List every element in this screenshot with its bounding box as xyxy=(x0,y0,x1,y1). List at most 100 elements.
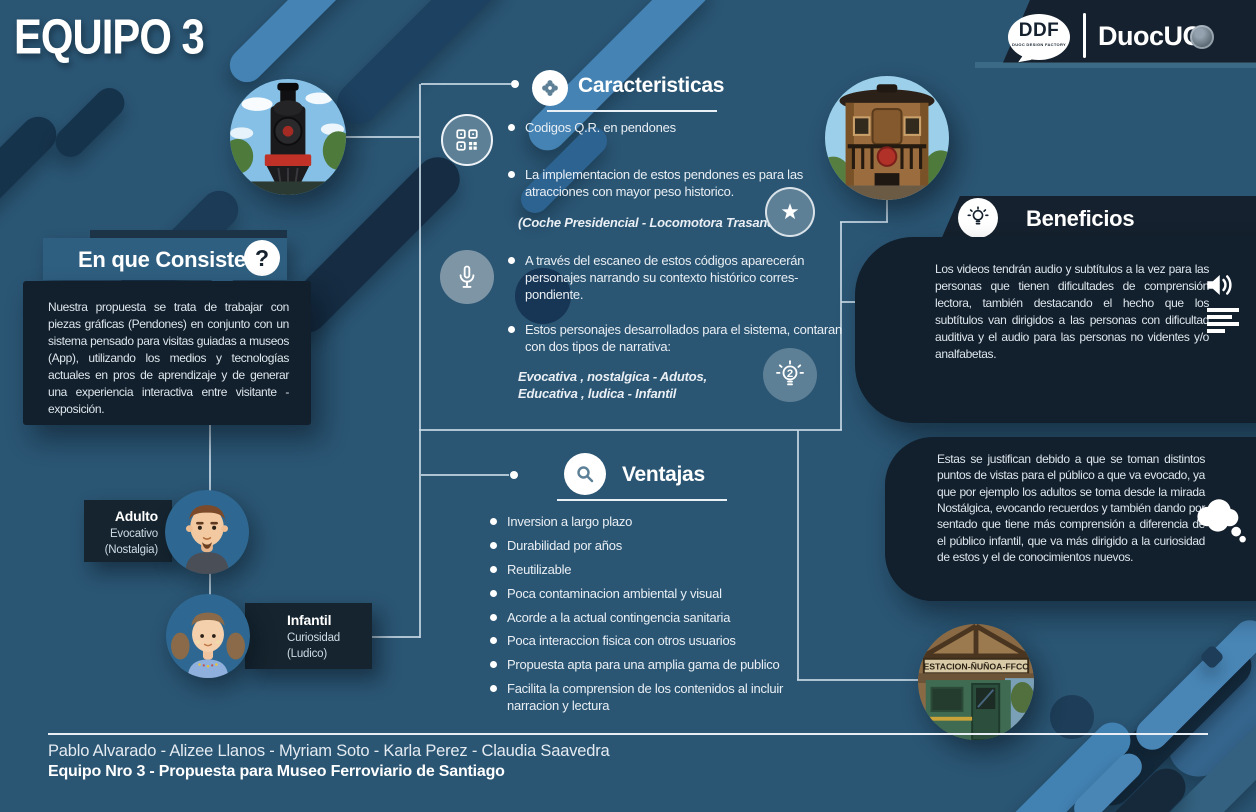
beneficios-panel-1-text: Los videos tendrán audio y subtítulos a … xyxy=(935,262,1209,362)
coach-illustration xyxy=(825,76,949,200)
connector-line xyxy=(419,84,421,638)
caracteristicas-title: Caracteristicas xyxy=(578,74,725,97)
dot-decoration xyxy=(1050,695,1094,739)
infantil-label-panel: Infantil Curiosidad (Ludico) xyxy=(245,603,372,669)
ventajas-item-text: Poca contaminacion ambiental y visual xyxy=(507,585,722,601)
bullet-dot xyxy=(490,541,497,549)
qr-code-icon xyxy=(441,114,493,166)
consiste-title: En que Consiste? xyxy=(78,247,259,272)
thought-cloud-icon xyxy=(1192,498,1248,553)
connector-line xyxy=(421,83,511,85)
ventajas-item: Inversion a largo plazo xyxy=(490,514,830,531)
team-badge: EQUIPO 3 xyxy=(14,10,205,65)
caracteristicas-note-1: (Coche Presidencial - Locomotora Trasand… xyxy=(518,215,798,230)
adulto-name: Adulto xyxy=(114,508,158,524)
adulto-avatar-illustration xyxy=(165,490,249,574)
caracteristicas-bullet-2: La implementacion de estos pendones es p… xyxy=(508,167,853,201)
beneficios-title: Beneficios xyxy=(1026,206,1135,231)
beneficios-panel-2-text: Estas se justifican debido a que se toma… xyxy=(937,452,1205,564)
infantil-avatar-illustration xyxy=(166,594,250,678)
adulto-trait: Evocativo xyxy=(109,528,158,540)
infantil-avatar xyxy=(166,594,250,678)
puzzle-glyph xyxy=(542,80,558,96)
bullet-dot xyxy=(508,257,515,264)
connector-line xyxy=(797,430,799,680)
ventajas-item-text: Propuesta apta para una amplia gama de p… xyxy=(507,657,780,673)
station-photo: ESTACION-ÑUÑOA-FFCC xyxy=(918,624,1034,740)
connector-line xyxy=(419,429,842,431)
subtitles-icon xyxy=(1207,308,1239,333)
adulto-label-panel: Adulto Evocativo (Nostalgia) xyxy=(84,500,172,562)
bullet-dot xyxy=(508,171,515,178)
footer-authors: Pablo Alvarado - Alizee Llanos - Myriam … xyxy=(48,742,610,760)
bullet-dot xyxy=(490,565,497,573)
ventajas-item: Poca contaminacion ambiental y visual xyxy=(490,586,830,603)
ventajas-title: Ventajas xyxy=(622,463,705,486)
bullet-dot xyxy=(490,518,497,525)
ventajas-item: Facilita la comprension de los contenido… xyxy=(490,681,830,715)
bullet-dot xyxy=(490,685,497,693)
dot-decoration xyxy=(515,268,571,324)
ventajas-item: Acorde a la actual contingencia sanitari… xyxy=(490,610,830,627)
wooden-coach-photo xyxy=(825,76,949,200)
adulto-sub: (Nostalgia) xyxy=(104,543,159,556)
ventajas-item-text: Facilita la comprension de los contenido… xyxy=(507,681,784,714)
bulb-number: 2 xyxy=(787,368,793,380)
caracteristicas-bullet-4: Estos personajes desarrollados para el s… xyxy=(508,322,848,356)
ddf-logo: DDF DUOC DESIGN FACTORY xyxy=(1008,14,1070,60)
ventajas-item-text: Inversion a largo plazo xyxy=(507,514,633,529)
stripe-decoration xyxy=(0,109,64,241)
bullet-dot xyxy=(490,637,497,645)
ventajas-item: Propuesta apta para una amplia gama de p… xyxy=(490,657,830,674)
infantil-sub: (Ludico) xyxy=(287,647,327,660)
bullet-dot xyxy=(490,589,497,597)
bullet-text: A través del escaneo de estos códigos ap… xyxy=(525,253,805,302)
footer-project: Equipo Nro 3 - Propuesta para Museo Ferr… xyxy=(48,763,505,780)
puzzle-icon xyxy=(532,70,568,106)
bullet-dot xyxy=(490,661,497,669)
star-glyph xyxy=(781,203,799,220)
ventajas-item-text: Durabilidad por años xyxy=(507,537,622,553)
infantil-trait: Curiosidad xyxy=(287,632,340,644)
ventajas-underline xyxy=(557,499,727,501)
microphone-icon xyxy=(440,250,494,304)
stripe-decoration xyxy=(49,81,131,164)
ventajas-item-text: Poca interaccion fisica con otros usuari… xyxy=(507,633,736,649)
bullet-text: Codigos Q.R. en pendones xyxy=(525,120,676,135)
magnifier-glyph xyxy=(577,466,594,483)
infantil-name: Infantil xyxy=(287,612,332,628)
ventajas-list: Inversion a largo plazo Durabilidad por … xyxy=(490,514,830,722)
qr-glyph xyxy=(456,129,478,151)
benefits-bulb-glyph xyxy=(967,206,989,225)
consiste-panel: Nuestra propuesta se trata de trabajar c… xyxy=(23,281,311,425)
ddf-logo-subtext: DUOC DESIGN FACTORY xyxy=(1012,42,1066,47)
connector-dot xyxy=(511,80,519,88)
consiste-body: Nuestra propuesta se trata de trabajar c… xyxy=(48,300,289,417)
magnifier-icon xyxy=(564,453,606,495)
connector-dot xyxy=(510,471,518,479)
bullet-text: La implementacion de estos pendones es p… xyxy=(525,167,804,199)
bullet-dot xyxy=(508,326,515,333)
ventajas-item-text: Acorde a la actual contingencia sanitari… xyxy=(507,609,731,625)
bullet-text: Estos personajes desarrollados para el s… xyxy=(525,322,842,354)
question-mark-icon: ? xyxy=(244,240,280,276)
connector-line xyxy=(797,679,919,681)
ventajas-item: Reutilizable xyxy=(490,562,830,579)
beneficios-panel-2: Estas se justifican debido a que se toma… xyxy=(885,437,1256,601)
connector-line xyxy=(841,301,859,303)
ventajas-item: Durabilidad por años xyxy=(490,538,830,555)
caracteristicas-bullet-1: Codigos Q.R. en pendones xyxy=(508,120,853,137)
caracteristicas-bullet-3: A través del escaneo de estos códigos ap… xyxy=(508,253,848,304)
duocuc-logo-text: DuocUC xyxy=(1098,21,1202,51)
bullet-dot xyxy=(490,613,497,621)
connector-line xyxy=(372,636,420,638)
narrativa-line-1: Evocativa , nostalgica - Adutos, xyxy=(518,369,707,384)
logo-divider xyxy=(1083,13,1086,58)
idea-bulb-2-icon: 2 xyxy=(763,348,817,402)
connector-line xyxy=(421,474,509,476)
ventajas-item: Poca interaccion fisica con otros usuari… xyxy=(490,633,830,650)
locomotive-illustration xyxy=(230,79,346,195)
narrativa-line-2: Educativa , ludica - Infantil xyxy=(518,386,677,401)
footer-divider xyxy=(48,733,1208,735)
